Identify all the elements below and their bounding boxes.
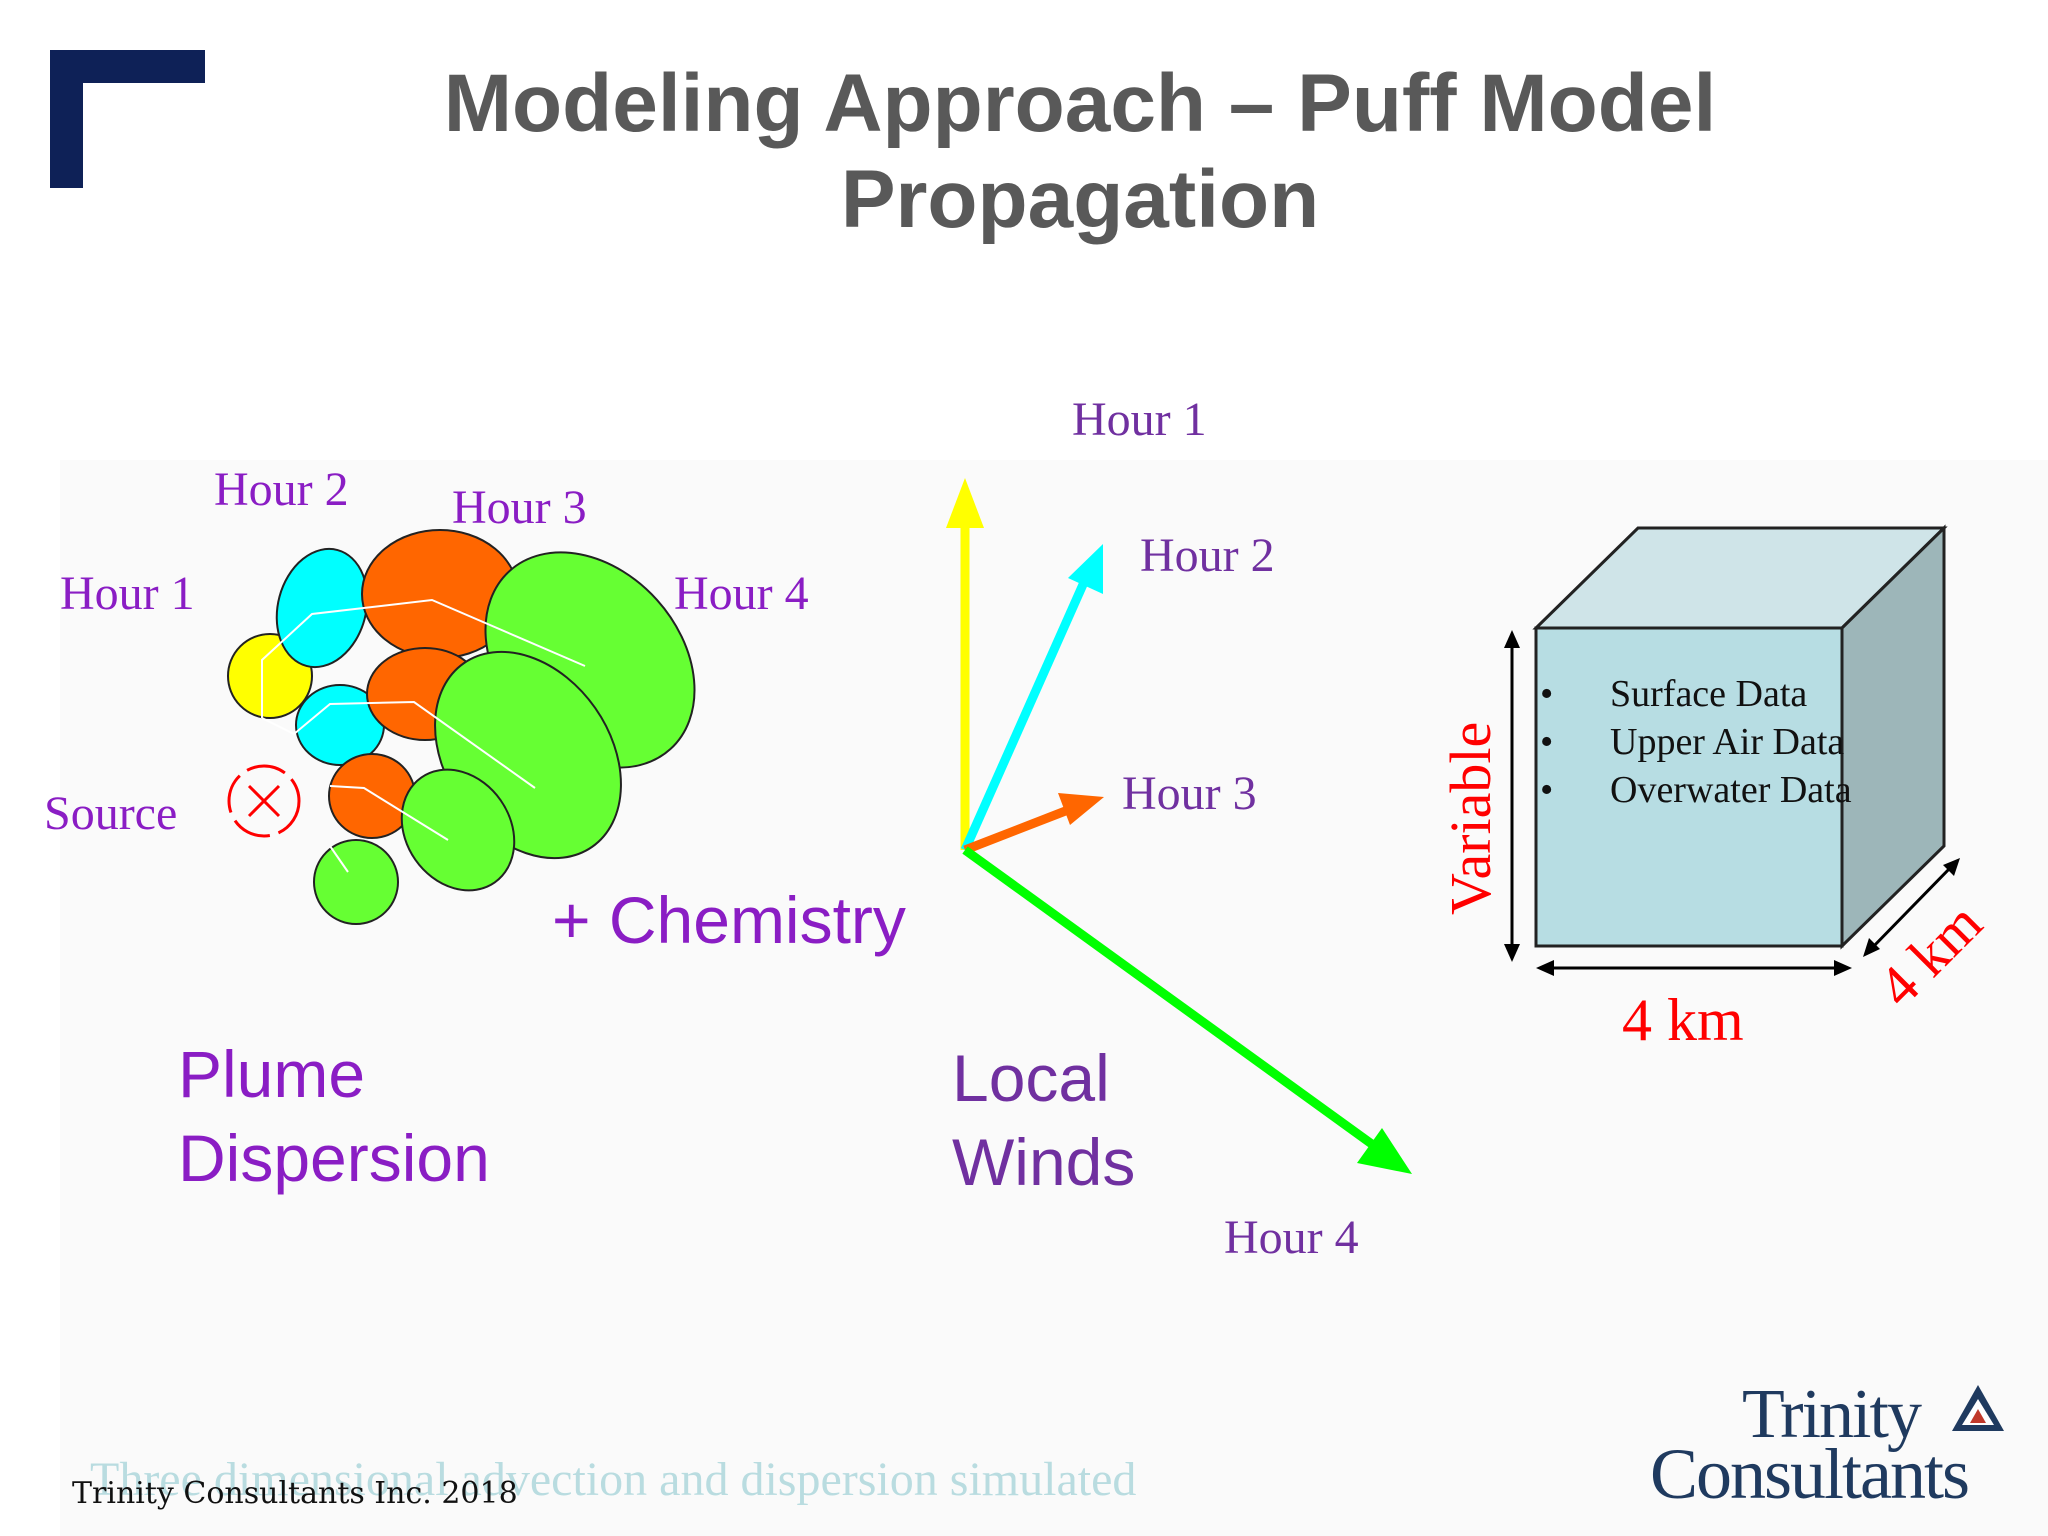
cell-bullet-surface: Surface Data xyxy=(1540,670,1910,718)
wind-arrowhead-hour4 xyxy=(1357,1128,1412,1174)
corner-bracket-mark xyxy=(50,50,205,188)
title-line-2: Propagation xyxy=(840,154,1320,245)
local-winds-caption: Local Winds xyxy=(952,1036,1135,1204)
chemistry-label: + Chemistry xyxy=(552,883,906,957)
winds-caption-line-2: Winds xyxy=(952,1125,1136,1199)
wind-arrow-hour3 xyxy=(963,805,1070,855)
plume-label-hour1: Hour 1 xyxy=(60,567,195,620)
plume-dispersion-caption: Plume Dispersion xyxy=(178,1032,490,1200)
dimension-arrows xyxy=(1504,630,1960,976)
source-label: Source xyxy=(44,787,178,840)
wind-vectors xyxy=(946,478,1412,1174)
cell-bullet-upper-air: Upper Air Data xyxy=(1540,718,1910,766)
plume-label-hour4: Hour 4 xyxy=(674,567,809,620)
title-line-1: Modeling Approach – Puff Model xyxy=(443,58,1717,149)
wind-label-hour2: Hour 2 xyxy=(1140,529,1275,582)
source-icon xyxy=(227,764,301,838)
wind-arrowhead-hour2 xyxy=(1068,544,1103,594)
puff-trajectories xyxy=(261,598,586,873)
wind-arrowhead-hour1 xyxy=(946,478,984,528)
cell-width-label: 4 km xyxy=(1622,987,1744,1053)
slide-title: Modeling Approach – Puff Model Propagati… xyxy=(300,56,1860,248)
logo-line-1: Trinity xyxy=(1742,1376,1922,1453)
plume-caption-line-2: Dispersion xyxy=(178,1121,490,1195)
cell-depth-label: 4 km xyxy=(1865,890,1994,1019)
plume-label-hour2: Hour 2 xyxy=(214,463,349,516)
cell-bullet-overwater: Overwater Data xyxy=(1540,766,1910,814)
wind-arrow-hour4 xyxy=(962,846,1383,1154)
wind-label-hour3: Hour 3 xyxy=(1122,767,1257,820)
company-logo: Trinity Consultants xyxy=(1650,1375,2010,1514)
puff-hour4-green-small xyxy=(313,839,399,925)
wind-label-hour4: Hour 4 xyxy=(1224,1211,1359,1264)
puff-plume xyxy=(227,529,696,925)
puff-hour2-cyan xyxy=(275,547,369,669)
wind-arrowhead-hour3 xyxy=(1058,793,1104,825)
wind-arrow-hour2 xyxy=(960,578,1090,852)
cell-height-label: Variable xyxy=(1438,722,1503,915)
logo-line-2: Consultants xyxy=(1650,1434,1970,1514)
logo-triangle-icon xyxy=(1952,1385,2004,1431)
wind-label-hour1: Hour 1 xyxy=(1072,393,1207,446)
watermark-caption: Three dimensional advection and dispersi… xyxy=(90,1453,1137,1506)
plume-caption-line-1: Plume xyxy=(178,1037,366,1111)
plume-label-hour3: Hour 3 xyxy=(452,481,587,534)
copyright-footer: Trinity Consultants Inc. 2018 xyxy=(72,1476,518,1511)
cell-data-list: Surface Data Upper Air Data Overwater Da… xyxy=(1540,670,1910,814)
puff-hour4-green-medium xyxy=(400,768,516,892)
winds-caption-line-1: Local xyxy=(952,1041,1110,1115)
